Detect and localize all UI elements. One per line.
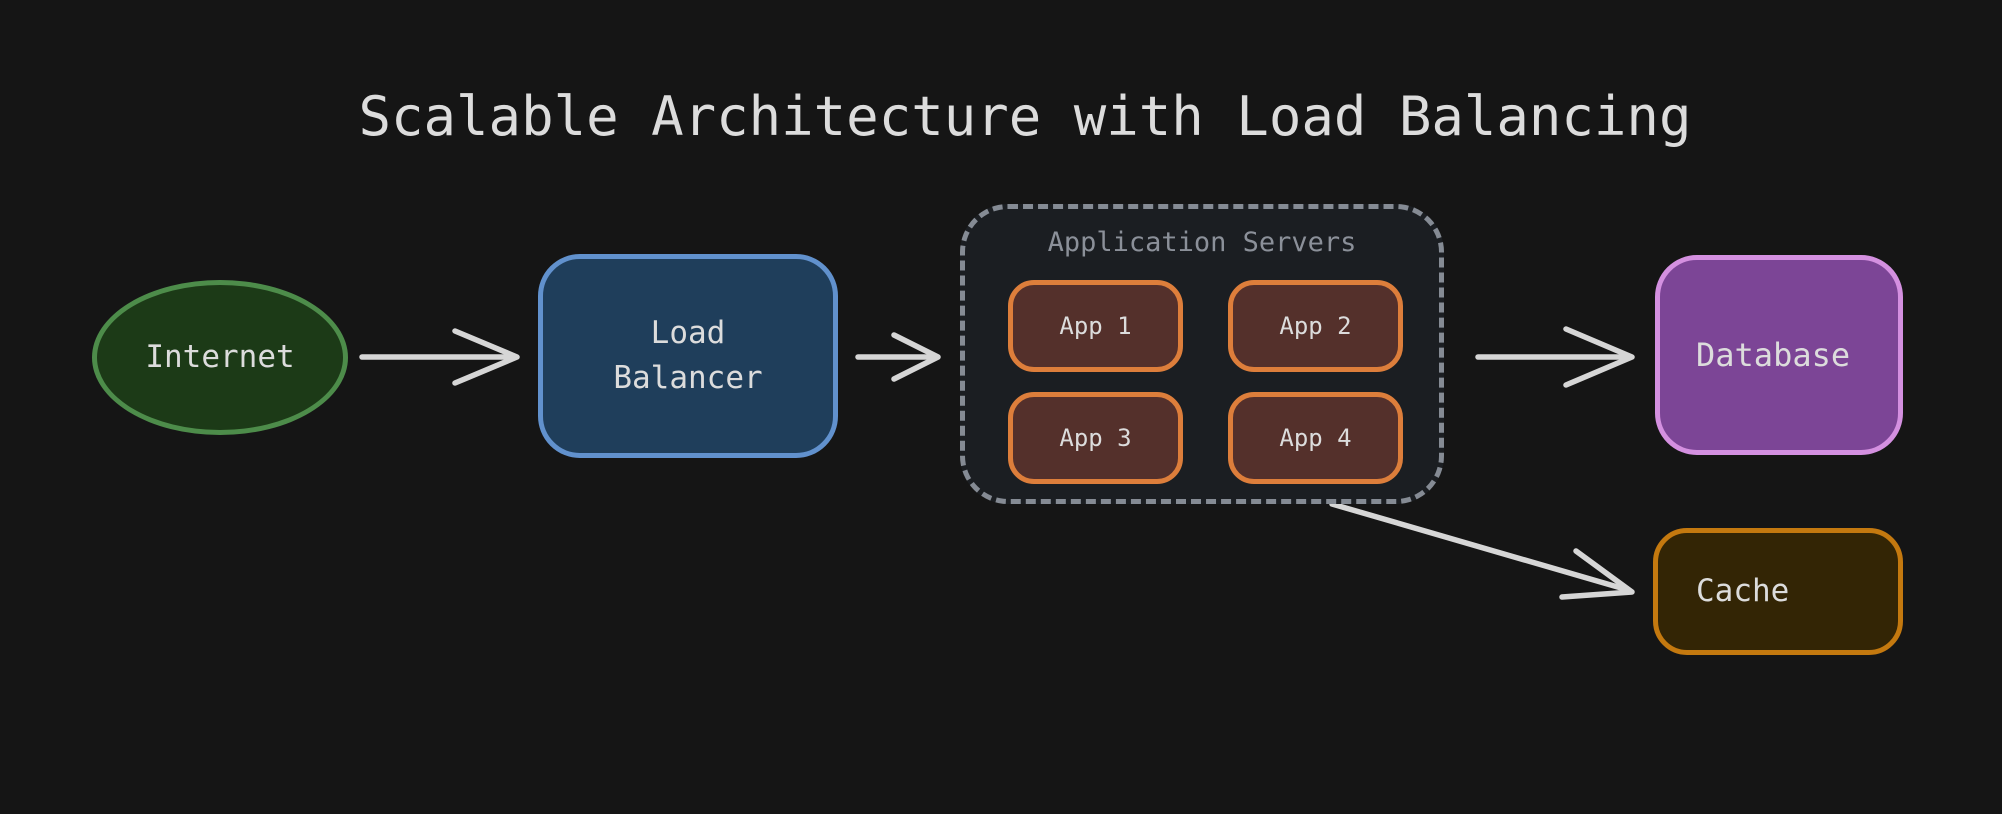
node-app-1-label: App 1: [1059, 311, 1132, 340]
node-load-balancer-label: Load Balancer: [613, 315, 763, 396]
node-app-2-label: App 2: [1279, 311, 1352, 340]
diagram-title: Scalable Architecture with Load Balancin…: [358, 85, 1692, 148]
arrow-application-servers-to-database: [1475, 326, 1635, 388]
node-load-balancer: Load Balancer: [538, 254, 838, 458]
node-cache: Cache: [1653, 528, 1903, 655]
node-database: Database: [1655, 255, 1903, 455]
arrow-application-servers-to-cache: [1329, 501, 1635, 600]
node-app-1: App 1: [1008, 280, 1183, 372]
node-app-4-label: App 4: [1279, 423, 1352, 452]
node-internet-label: Internet: [145, 339, 295, 375]
node-app-4: App 4: [1228, 392, 1403, 484]
node-cache-label: Cache: [1696, 573, 1790, 609]
node-app-3-label: App 3: [1059, 423, 1132, 452]
node-internet: Internet: [92, 280, 348, 435]
arrow-load-balancer-to-application-servers: [855, 332, 941, 382]
node-app-2: App 2: [1228, 280, 1403, 372]
node-app-3: App 3: [1008, 392, 1183, 484]
group-application-servers-label: Application Servers: [1047, 227, 1357, 258]
arrow-internet-to-load-balancer: [359, 328, 520, 386]
node-database-label: Database: [1696, 335, 1851, 374]
